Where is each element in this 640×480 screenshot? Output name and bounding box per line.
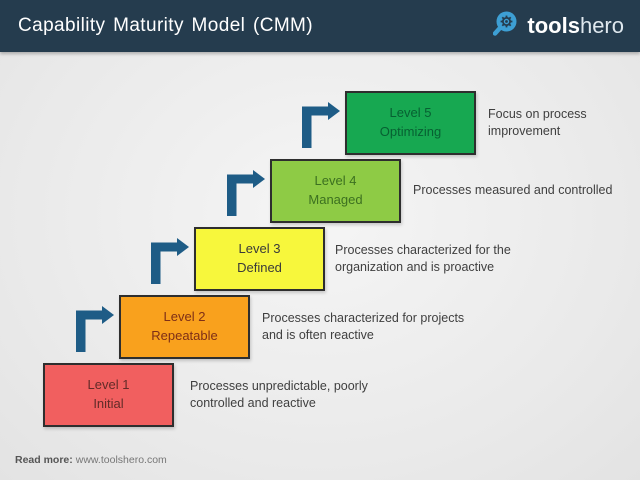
level-name: Defined xyxy=(237,260,282,275)
level-2-box: Level 2 Repeatable xyxy=(119,295,250,359)
level-number: Level 5 xyxy=(389,105,432,121)
step-up-arrow-icon xyxy=(302,101,340,148)
level-4-box: Level 4 Managed xyxy=(270,159,401,223)
level-name: Optimizing xyxy=(379,124,442,139)
level-3-description: Processes characterized for the organiza… xyxy=(335,242,511,275)
level-name: Repeatable xyxy=(151,328,218,343)
level-5-description: Focus on process improvement xyxy=(488,106,587,139)
level-number: Level 4 xyxy=(314,173,357,189)
gear-magnifier-icon xyxy=(493,10,520,42)
footer-url: www.toolshero.com xyxy=(75,454,167,466)
level-1-description: Processes unpredictable, poorly controll… xyxy=(190,378,368,411)
level-name: Initial xyxy=(93,396,124,411)
footer-read-more: Read more:www.toolshero.com xyxy=(15,454,167,466)
level-number: Level 3 xyxy=(238,241,281,257)
read-more-label: Read more: xyxy=(15,454,73,466)
header-bar: Capability Maturity Model (CMM) xyxy=(0,0,640,52)
level-1-box: Level 1 Initial xyxy=(43,363,174,427)
level-5-box: Level 5 Optimizing xyxy=(345,91,476,155)
step-up-arrow-icon xyxy=(76,305,114,352)
level-name: Managed xyxy=(308,192,363,207)
level-number: Level 2 xyxy=(163,309,206,325)
level-number: Level 1 xyxy=(87,377,130,393)
toolshero-logo: toolshero xyxy=(493,10,640,42)
step-up-arrow-icon xyxy=(151,237,189,284)
step-up-arrow-icon xyxy=(227,169,265,216)
page-title: Capability Maturity Model (CMM) xyxy=(18,15,314,36)
level-4-description: Processes measured and controlled xyxy=(413,183,613,198)
level-2-description: Processes characterized for projects and… xyxy=(262,310,465,343)
logo-wordmark: toolshero xyxy=(527,13,624,38)
level-3-box: Level 3 Defined xyxy=(194,227,325,291)
